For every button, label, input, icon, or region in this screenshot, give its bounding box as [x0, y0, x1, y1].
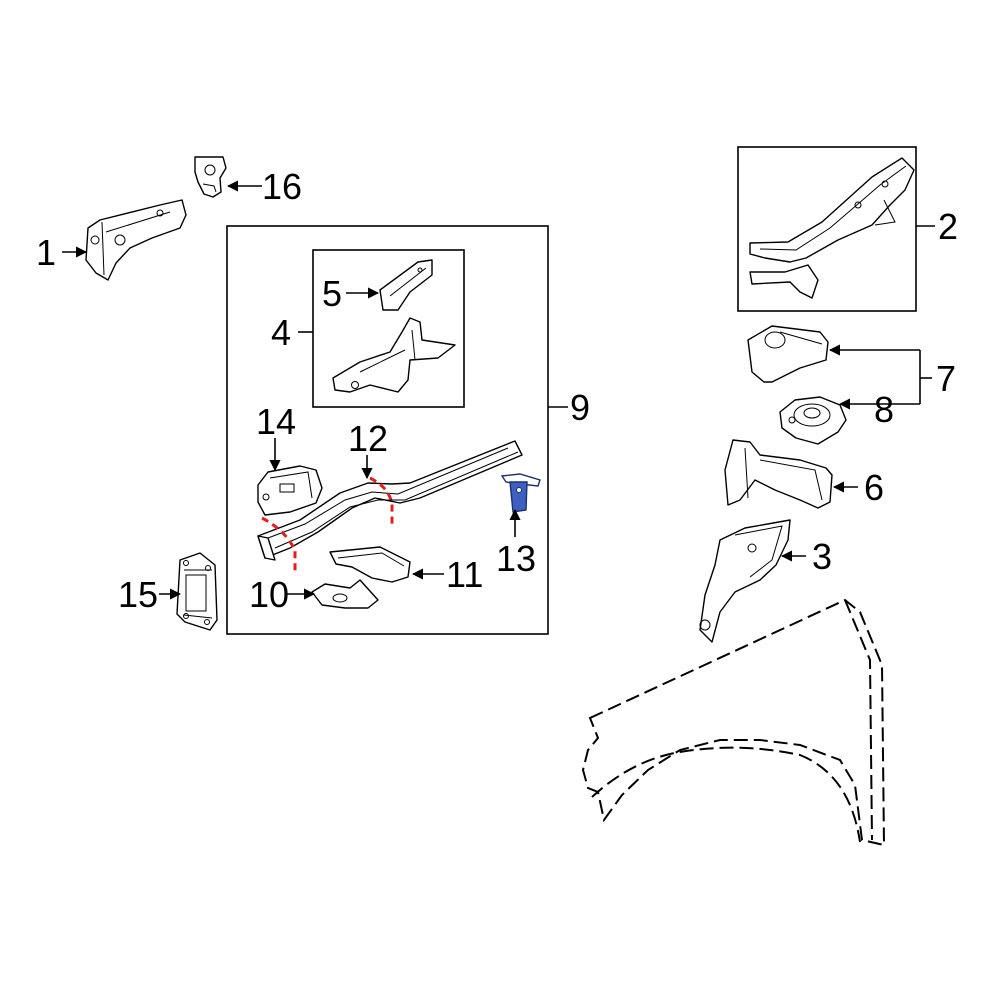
callout-9: 9	[570, 387, 590, 428]
callout-5: 5	[322, 273, 342, 314]
callout-1: 1	[36, 232, 56, 273]
callout-7: 7	[936, 358, 956, 399]
callout-16: 16	[262, 166, 302, 207]
part-6-apron[interactable]	[724, 439, 833, 509]
part-4-extension[interactable]	[332, 317, 456, 393]
fender-outline	[581, 598, 886, 847]
callout-14: 14	[256, 401, 296, 442]
callout-6: 6	[864, 467, 884, 508]
part-3-wheelhouse[interactable]	[699, 519, 791, 643]
leader-lines	[62, 180, 935, 600]
group-box-4	[312, 249, 465, 408]
part-11-plate[interactable]	[329, 546, 411, 583]
part-16-bracket[interactable]	[194, 156, 227, 198]
callout-4: 4	[271, 312, 291, 353]
callout-8: 8	[874, 389, 894, 430]
part-2-rail-assembly[interactable]	[749, 157, 915, 299]
part-8-strut-mount[interactable]	[779, 396, 847, 445]
callout-3: 3	[812, 536, 832, 577]
part-7-strut-tower[interactable]	[747, 325, 829, 383]
part-15-plate[interactable]	[176, 552, 218, 631]
cut-line-front	[261, 516, 297, 575]
group-box-9	[226, 225, 549, 635]
part-1-reinforcement[interactable]	[85, 199, 187, 281]
part-14-bracket[interactable]	[257, 465, 323, 516]
callout-11: 11	[446, 554, 483, 595]
cut-lines	[261, 476, 394, 575]
callout-2: 2	[938, 206, 958, 247]
callout-labels: 16 1 5 4 9 14 12 13 11 10 15 2 7 8 6 3	[36, 166, 958, 615]
part-13-highlighted-bracket[interactable]	[500, 473, 541, 513]
callout-13: 13	[496, 538, 536, 579]
callout-15: 15	[118, 574, 158, 615]
group-box-2	[737, 146, 917, 312]
callout-10: 10	[249, 574, 289, 615]
callout-12: 12	[348, 418, 388, 459]
cut-line-rear	[369, 476, 394, 528]
part-10-plate[interactable]	[311, 579, 379, 609]
part-5-bracket[interactable]	[379, 259, 433, 311]
